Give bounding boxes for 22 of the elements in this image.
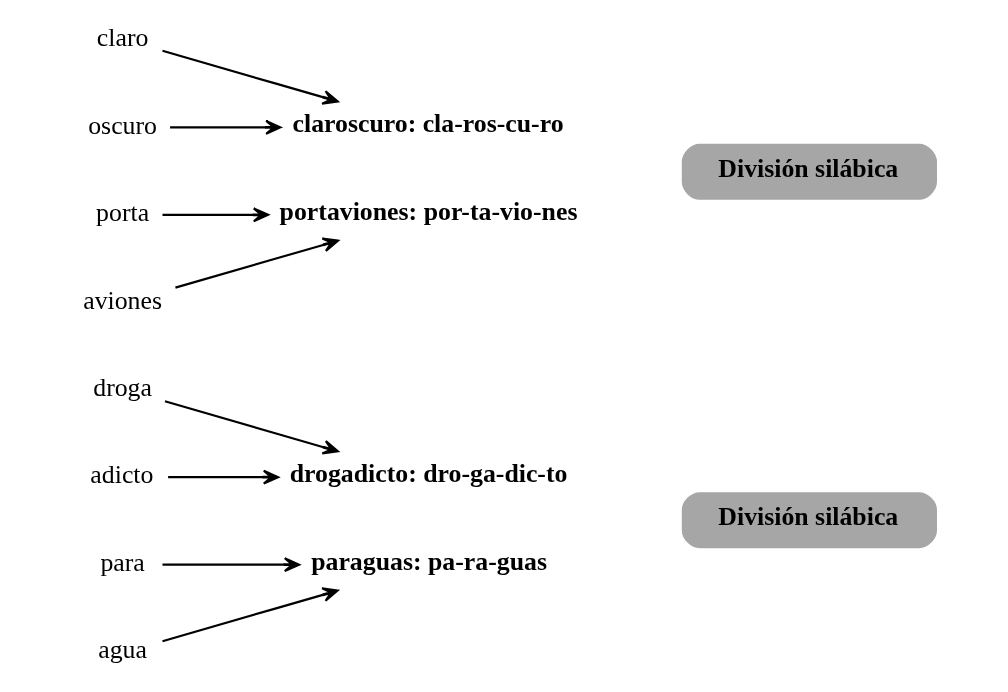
- node-text: para: [100, 547, 145, 577]
- node-text: porta: [96, 198, 150, 228]
- arrow: [168, 469, 280, 485]
- node-box: División silábica: [681, 492, 937, 549]
- node-text: claro: [96, 23, 149, 53]
- arrow: [175, 237, 339, 289]
- node-text: portaviones: por-ta-vio-nes: [279, 196, 578, 226]
- arrow: [162, 49, 339, 105]
- node-text: agua: [98, 635, 147, 665]
- node-text: droga: [93, 373, 152, 403]
- node-text: aviones: [83, 285, 163, 315]
- arrow: [162, 207, 270, 223]
- arrow: [162, 587, 339, 643]
- arrow: [170, 119, 282, 135]
- node-text: claroscuro: cla-ros-cu-ro: [292, 109, 564, 139]
- node-text: oscuro: [88, 110, 157, 140]
- arrow: [162, 557, 301, 573]
- node-box: División silábica: [681, 143, 937, 200]
- node-text: paraguas: pa-ra-guas: [311, 546, 547, 576]
- arrow: [164, 400, 339, 455]
- node-text: adicto: [90, 460, 154, 490]
- node-text: drogadicto: dro-ga-dic-to: [289, 459, 568, 489]
